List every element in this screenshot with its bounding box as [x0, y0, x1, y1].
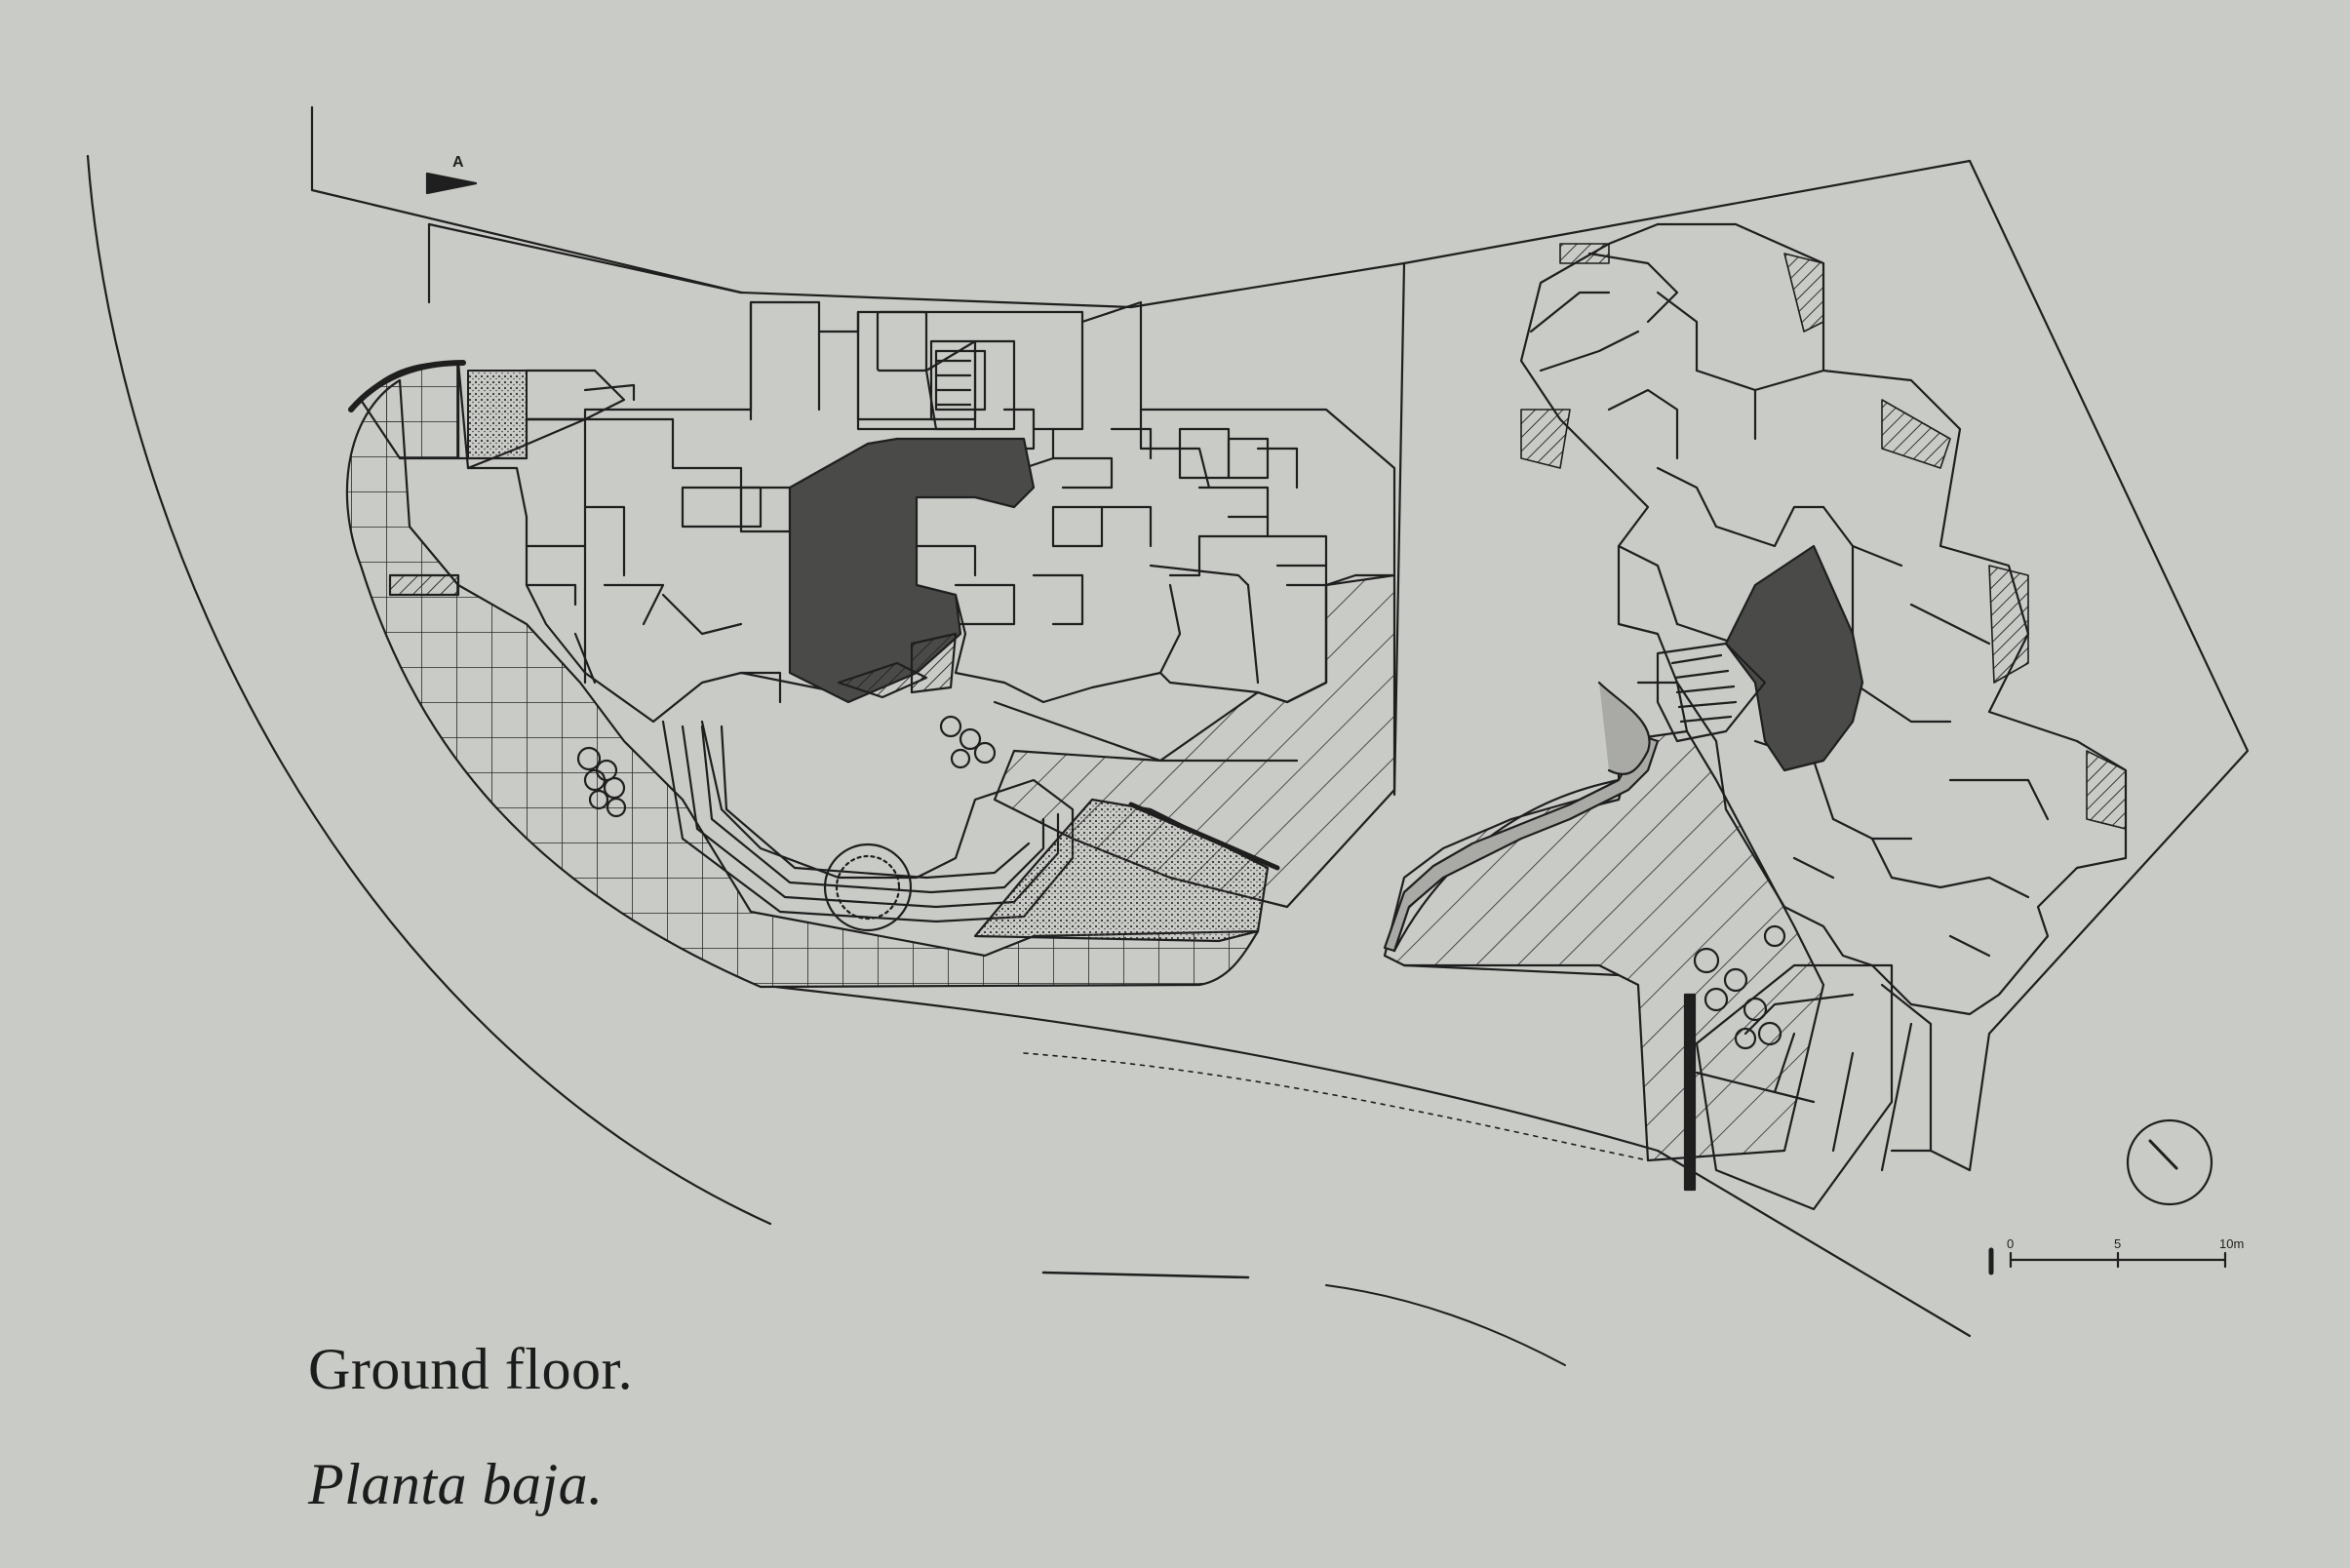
right-building-outline	[1519, 222, 2128, 1016]
section-arrow	[425, 172, 478, 195]
right-building-core	[1724, 544, 1864, 772]
street-curb	[1041, 1271, 1250, 1279]
site-boundary-bottom	[773, 985, 1972, 1338]
street-curb-2	[1325, 1284, 1566, 1366]
planting-strip-right	[1383, 734, 1660, 953]
north-arrow	[2126, 1118, 2213, 1206]
caption-english: Ground floor.	[308, 1337, 634, 1401]
driveway-dashed	[1023, 1052, 1649, 1161]
shrub-cluster-right	[1693, 924, 1786, 1050]
scale-tick-5: 5	[2114, 1236, 2121, 1251]
site-boundary-top	[739, 159, 1972, 309]
street-line-top	[310, 105, 743, 294]
caption-spanish: Planta baja.	[308, 1452, 604, 1516]
section-marker-label: A	[452, 154, 464, 171]
scale-tick-10m: 10m	[2219, 1236, 2244, 1251]
round-fountain	[823, 843, 913, 932]
site-boundary-left-curve	[86, 154, 772, 1226]
planter-northwest	[467, 370, 528, 459]
street-line-bottom	[427, 222, 743, 294]
scale-tick-0: 0	[2007, 1236, 2014, 1251]
shrub-cluster-left	[576, 746, 627, 818]
paved-courtyard	[345, 378, 1260, 989]
shrub-cluster-center	[939, 715, 997, 769]
site-boundary-right	[1968, 159, 2250, 1172]
scale-bar	[1988, 1247, 2227, 1275]
